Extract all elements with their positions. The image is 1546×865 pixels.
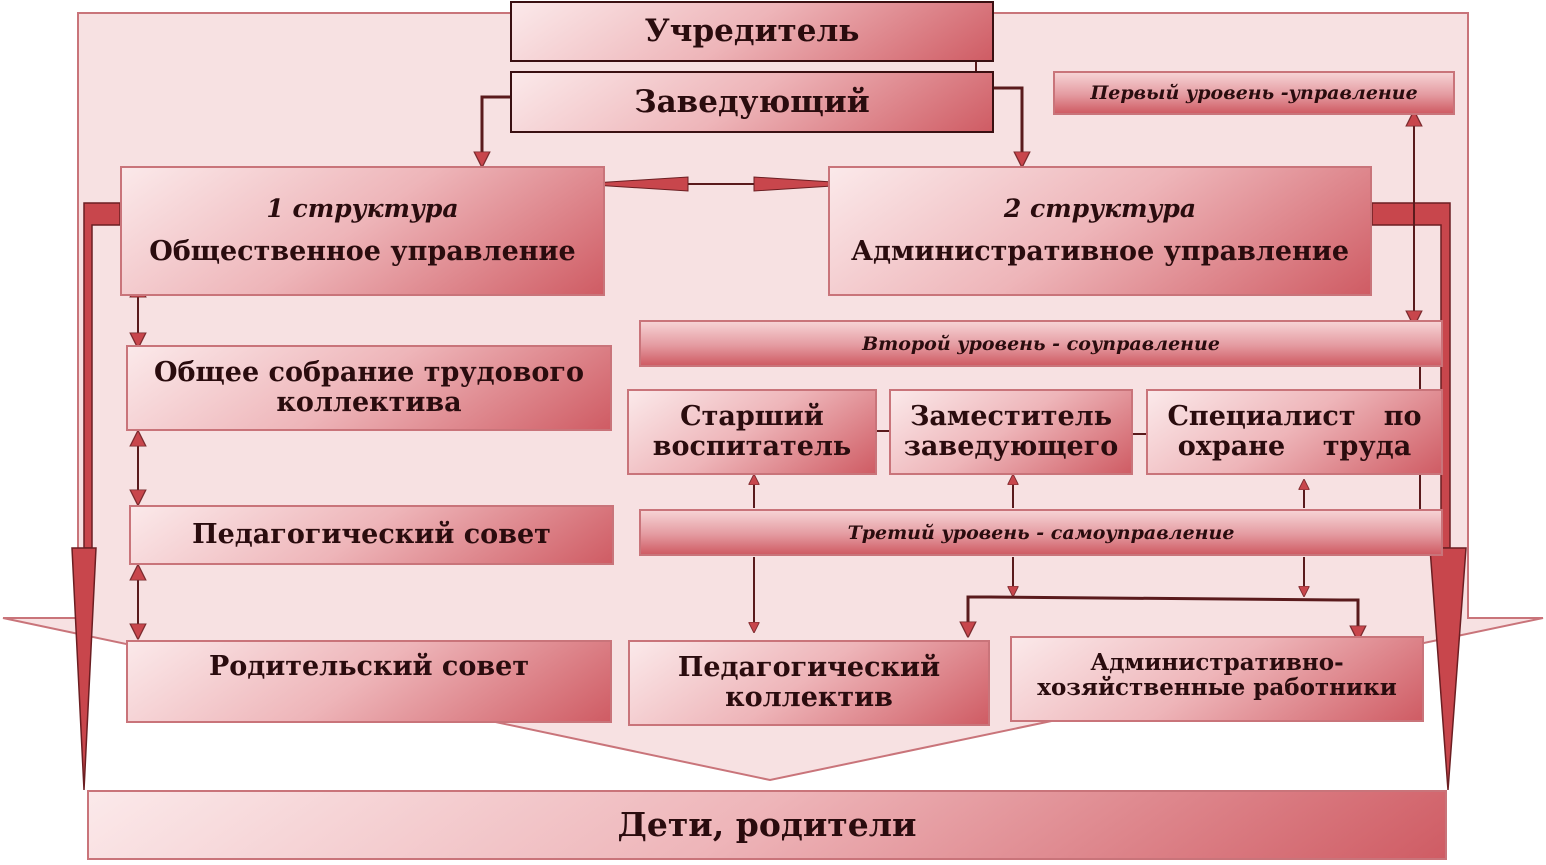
senior-educator-line2: воспитатель [652,431,852,462]
third-level-label: Третий уровень - самоуправление [639,509,1443,556]
children-parents-box: Дети, родители [87,790,1447,860]
structure1-title: 1 структура [266,194,459,224]
structure1-box: 1 структура Общественное управление [120,166,605,296]
pedagogical-council-label: Педагогический совет [192,519,551,551]
general-assembly-line1: Общее собрание трудового [154,357,584,389]
second-level-text: Второй уровень - соуправление [862,332,1220,355]
pedagogical-council-box: Педагогический совет [129,505,614,565]
head-box: Заведующий [510,71,994,133]
labor-safety-specialist-box: Специалист по охране труда [1146,389,1443,475]
teaching-staff-line1: Педагогический [677,652,941,684]
staff-bracket-left [968,595,990,636]
teaching-staff-line2: коллектив [725,682,893,713]
general-assembly-line2: коллектива [276,387,462,418]
parent-council-label: Родительский совет [208,651,530,682]
founder-box: Учредитель [510,1,994,62]
parent-council-box: Родительский совет [126,640,612,723]
first-level-text: Первый уровень -управление [1090,82,1418,104]
first-level-label: Первый уровень -управление [1053,71,1455,115]
labor-safety-specialist-line1: Специалист по [1167,401,1422,433]
structure2-title: 2 структура [1003,194,1197,224]
head-to-structure2-arrow [994,86,1022,166]
left-side-down-arrow [71,202,121,791]
second-level-label: Второй уровень - соуправление [639,320,1443,367]
teaching-staff-box: Педагогический коллектив [628,640,990,726]
deputy-head-line1: Заместитель [909,401,1113,433]
structure1-name: Общественное управление [149,235,576,267]
children-parents-label: Дети, родители [617,804,917,844]
admin-household-staff-box: Административно- хозяйственные работники [1010,636,1424,722]
senior-educator-box: Старший воспитатель [627,389,877,475]
head-label: Заведующий [634,83,870,120]
staff-bracket-right [1340,598,1358,640]
senior-educator-line1: Старший [680,401,824,433]
deputy-head-box: Заместитель заведующего [889,389,1133,475]
structure2-box: 2 структура Административное управление [828,166,1372,296]
deputy-head-line2: заведующего [903,431,1119,462]
staff-bracket-bar [989,595,1341,602]
admin-household-staff-line1: Административно- [1090,649,1344,676]
founder-label: Учредитель [644,13,860,50]
structure2-name: Административное управление [850,235,1350,267]
structures-link-arrow [577,176,865,192]
third-level-text: Третий уровень - самоуправление [847,521,1235,544]
general-assembly-box: Общее собрание трудового коллектива [126,345,612,431]
labor-safety-specialist-line2: охране труда [1177,431,1412,462]
head-to-structure1-arrow [482,95,510,166]
admin-household-staff-line2: хозяйственные работники [1037,674,1397,702]
